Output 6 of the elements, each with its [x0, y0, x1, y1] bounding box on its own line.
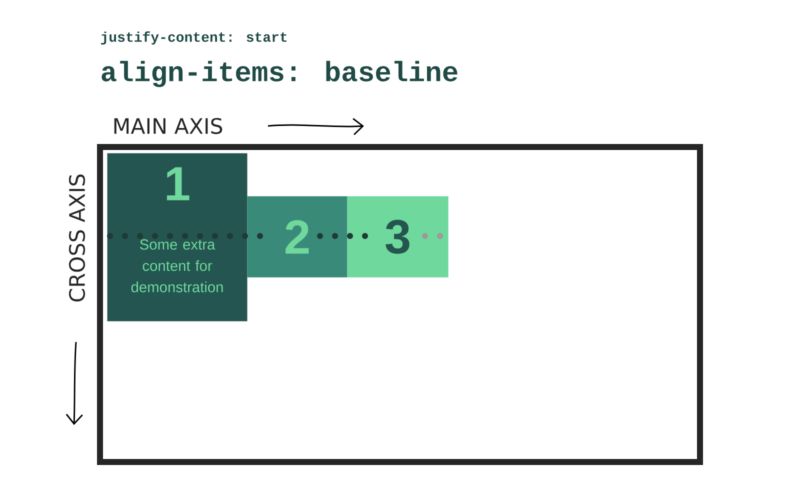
flex-item: 1 Some extra content for demonstration: [107, 153, 248, 322]
axis-label: CROSS AXIS: [68, 174, 86, 302]
flex-item: 3: [347, 196, 448, 278]
code-heading: align-items: baseline: [102, 60, 458, 88]
code-label: justify-content: start: [101, 31, 287, 45]
flex-item: 2: [247, 196, 348, 278]
